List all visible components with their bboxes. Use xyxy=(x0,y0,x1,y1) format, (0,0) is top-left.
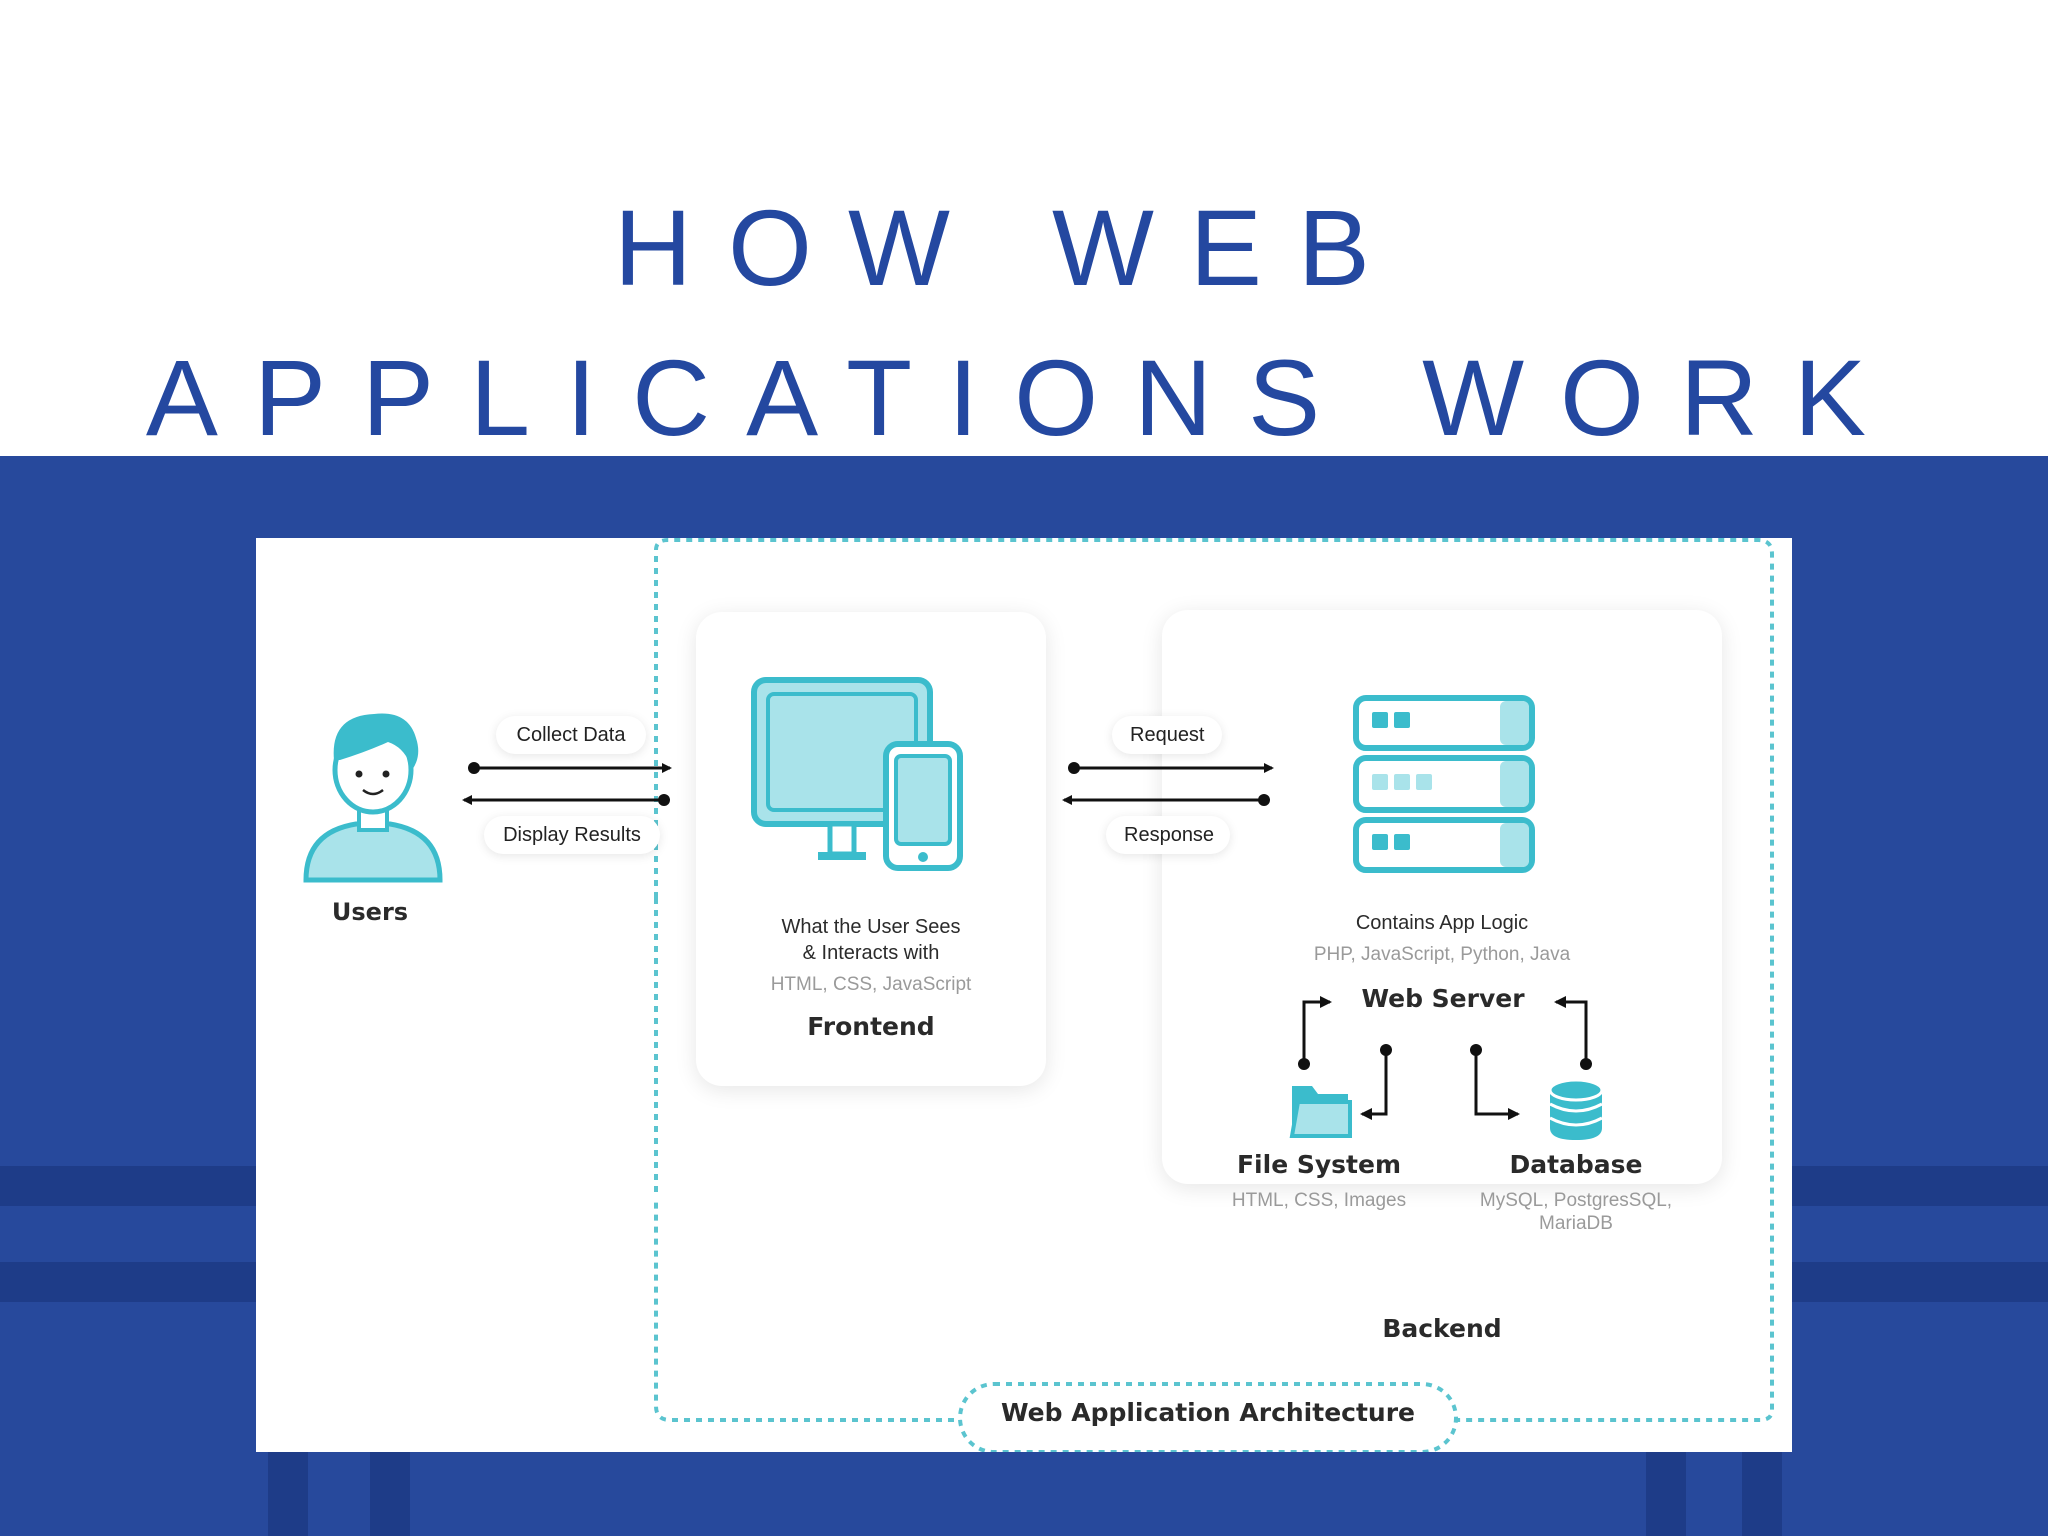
file-system-tech: HTML, CSS, Images xyxy=(1231,1190,1407,1211)
users-label: Users xyxy=(331,898,409,926)
monitor-tablet-icon xyxy=(751,677,963,871)
frontend-label: Frontend xyxy=(807,1012,935,1041)
architecture-boundary xyxy=(654,538,1774,1422)
response-label: Response xyxy=(1106,816,1230,854)
display-results-label: Display Results xyxy=(484,816,660,854)
decorative-stripe xyxy=(1742,1452,1782,1536)
architecture-diagram: Users Collect Data Display Results What … xyxy=(256,538,1792,1452)
file-system-label: File System xyxy=(1236,1150,1401,1179)
collect-data-label: Collect Data xyxy=(496,716,646,754)
frontend-description-line-2: & Interacts with xyxy=(802,942,940,964)
database-tech-line-2: MariaDB xyxy=(1539,1213,1613,1234)
request-label: Request xyxy=(1112,716,1222,754)
web-server-label: Web Server xyxy=(1361,984,1525,1013)
database-tech-line-1: MySQL, PostgresSQL, xyxy=(1479,1190,1673,1211)
page-title-line-2: APPLICATIONS WORK xyxy=(145,337,1903,458)
architecture-label-pill xyxy=(958,1382,1458,1452)
web-server-tech: PHP, JavaScript, Python, Java xyxy=(1313,944,1571,965)
user-icon xyxy=(303,713,443,883)
decorative-stripe xyxy=(370,1452,410,1536)
folder-icon xyxy=(1289,1086,1352,1138)
title-area: HOW WEB APPLICATIONS WORK xyxy=(0,0,2048,458)
decorative-stripe xyxy=(1646,1452,1686,1536)
frontend-description-line-1: What the User Sees xyxy=(781,916,961,938)
database-icon xyxy=(1548,1078,1604,1140)
web-server-description: Contains App Logic xyxy=(1355,912,1529,934)
frontend-tech: HTML, CSS, JavaScript xyxy=(770,974,972,995)
page-title-line-1: HOW WEB xyxy=(614,187,1406,308)
architecture-label: Web Application Architecture xyxy=(1000,1398,1416,1427)
database-label: Database xyxy=(1509,1150,1643,1179)
decorative-stripe xyxy=(268,1452,308,1536)
diagram-graphics xyxy=(303,538,1774,1452)
server-icon xyxy=(1353,695,1535,873)
backend-label: Backend xyxy=(1382,1314,1502,1343)
